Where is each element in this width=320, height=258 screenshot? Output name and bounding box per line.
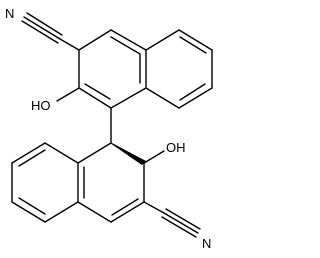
bond [44, 142, 79, 164]
bond [110, 201, 145, 223]
bond [11, 142, 46, 164]
triple-bond [161, 216, 197, 238]
nitrogen-atom-label-bottom: N [202, 236, 211, 251]
triple-bond [23, 16, 61, 40]
wedge-bond [110, 143, 146, 165]
bond [11, 201, 46, 223]
lower-right-ring [77, 142, 146, 223]
upper-left-ring [78, 29, 147, 109]
bond [78, 29, 112, 51]
upper-hydroxyl-group: HO [31, 87, 80, 113]
double-bond-inner [179, 83, 206, 101]
double-bond-inner [110, 36, 141, 55]
bond [143, 201, 165, 214]
bond [44, 201, 79, 223]
bond [59, 38, 80, 51]
double-bond-inner [84, 83, 111, 100]
double-bond-inner [111, 198, 139, 216]
bond [56, 87, 80, 102]
bond [178, 29, 213, 51]
bond [77, 142, 112, 164]
bond [145, 29, 180, 51]
bond [145, 87, 180, 109]
upper-right-ring [145, 29, 213, 109]
lower-nitrile-group: N [143, 201, 211, 251]
triple-bond [163, 212, 199, 234]
triple-bond [26, 12, 63, 36]
upper-nitrile-group: N [5, 6, 80, 51]
bond [110, 29, 147, 51]
hydroxyl-label-top: HO [31, 98, 51, 113]
bond [110, 87, 147, 109]
bond [77, 201, 112, 223]
double-bond-inner [179, 36, 207, 54]
bond [178, 87, 213, 109]
lower-left-ring [11, 142, 79, 223]
hydroxyl-label-bottom: OH [166, 140, 186, 155]
bond [143, 150, 165, 164]
lower-hydroxyl-group: OH [143, 140, 186, 164]
double-bond-inner [18, 149, 46, 167]
nitrogen-atom-label-top: N [5, 6, 14, 21]
double-bond-inner [18, 197, 46, 215]
binaphthol-dicarbonitrile-structure: N HO OH N [5, 6, 213, 251]
bond [78, 87, 112, 109]
triple-bond [165, 208, 201, 230]
triple-bond [21, 20, 59, 44]
